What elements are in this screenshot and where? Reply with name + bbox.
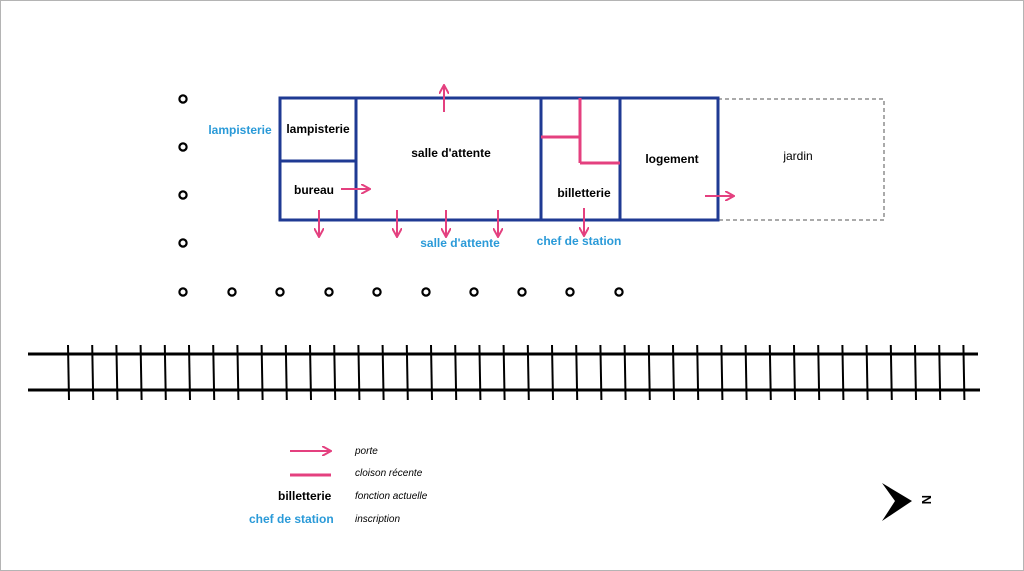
platform-post [517, 287, 527, 297]
platform-post [178, 190, 188, 200]
doors [319, 86, 733, 236]
platform-posts [178, 94, 624, 297]
platform-post [178, 238, 188, 248]
platform-post [227, 287, 237, 297]
legend-inscription-label: inscription [355, 514, 400, 525]
inscription-chef-de-station: chef de station [537, 234, 622, 248]
room-label-salle-attente: salle d'attente [411, 146, 491, 160]
room-label-billetterie: billetterie [557, 186, 611, 200]
room-label-bureau: bureau [294, 183, 334, 197]
room-label-logement: logement [645, 152, 698, 166]
inscription-salle-attente: salle d'attente [420, 236, 500, 250]
legend-inscription-sample: chef de station [249, 512, 334, 526]
legend-function-sample: billetterie [278, 489, 332, 503]
platform-post [372, 287, 382, 297]
platform-post [469, 287, 479, 297]
platform-post [421, 287, 431, 297]
platform-post [178, 142, 188, 152]
platform-post [324, 287, 334, 297]
recent-partitions [541, 98, 620, 165]
legend-partition-label: cloison récente [355, 468, 423, 479]
legend-door-label: porte [354, 446, 378, 457]
railway-track [28, 344, 980, 401]
legend-function-label: fonction actuelle [355, 491, 428, 502]
platform-post [178, 287, 188, 297]
platform-post [614, 287, 624, 297]
north-letter: N [919, 495, 934, 504]
room-label-lampisterie: lampisterie [286, 122, 350, 136]
north-arrow-icon [882, 483, 912, 521]
north-arrow: N [882, 483, 934, 521]
legend: porte cloison récente billetterie foncti… [249, 446, 428, 526]
platform-post [178, 94, 188, 104]
platform-post [275, 287, 285, 297]
inscription-lampisterie: lampisterie [208, 123, 272, 137]
platform-post [565, 287, 575, 297]
room-label-jardin: jardin [782, 149, 812, 163]
